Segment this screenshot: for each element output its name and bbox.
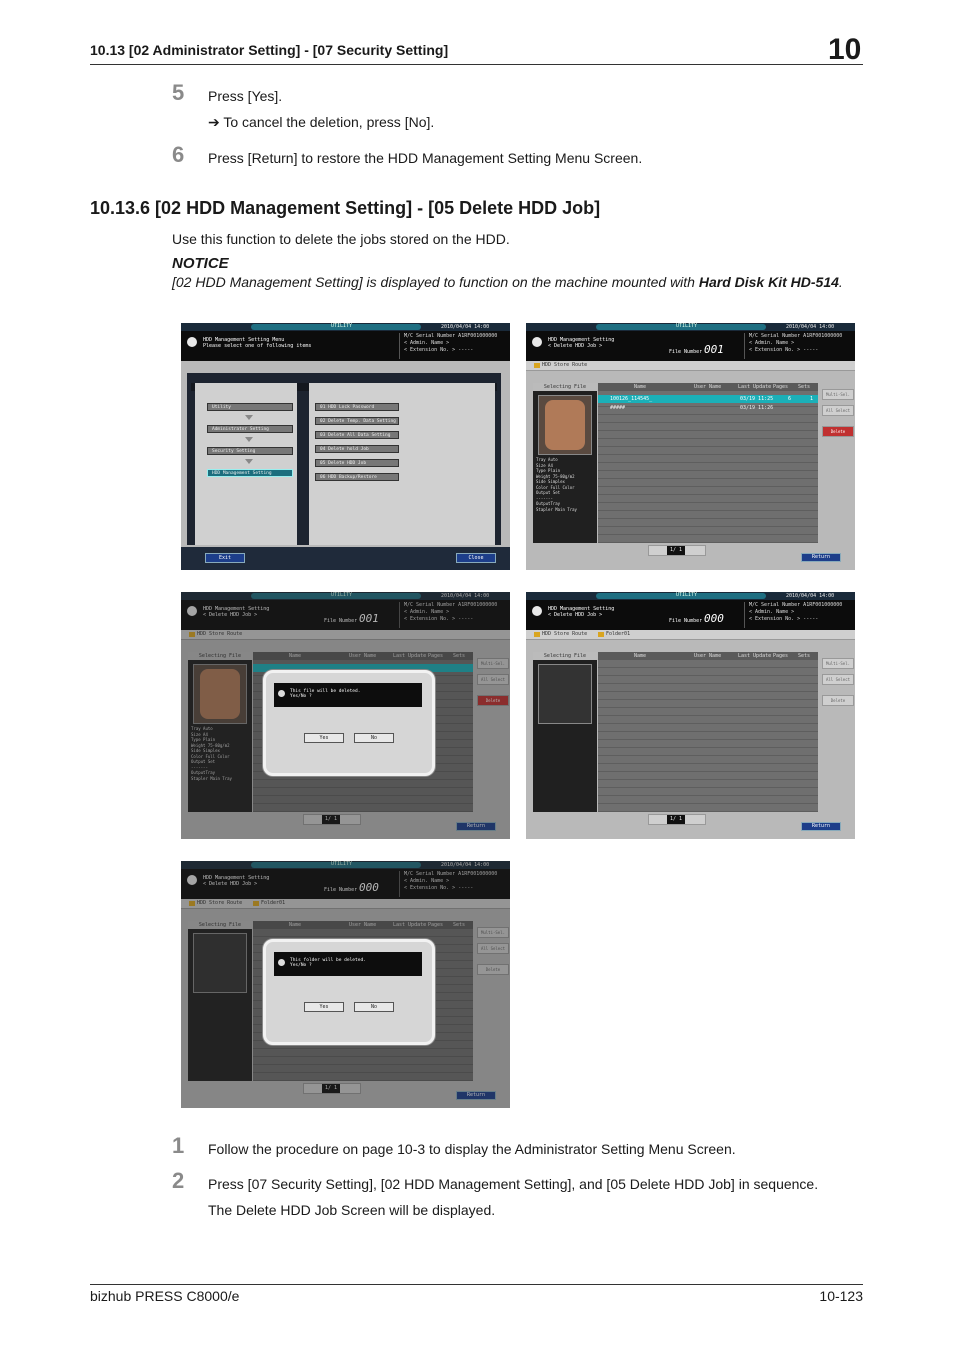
- step-text: Press [07 Security Setting], [02 HDD Man…: [208, 1176, 819, 1192]
- info-icon: [187, 606, 197, 616]
- return-button[interactable]: Return: [456, 1091, 496, 1100]
- menu-06[interactable]: 06 HDD Backup/Restore: [315, 473, 399, 481]
- notice-heading: NOTICE: [172, 255, 229, 272]
- return-button[interactable]: Return: [801, 822, 841, 831]
- multi-select-button[interactable]: Multi-Sel.: [822, 658, 854, 669]
- screenshot-delete-file-confirm: UTILITY 2010/04/04 14:00 HDD Management …: [181, 592, 510, 839]
- footer-page-number: 10-123: [819, 1288, 863, 1304]
- step-subtext: The Delete HDD Job Screen will be displa…: [208, 1202, 496, 1218]
- yes-button[interactable]: Yes: [304, 733, 344, 743]
- table-row[interactable]: [253, 664, 473, 672]
- folder-icon: [189, 632, 195, 637]
- footer-product: bizhub PRESS C8000/e: [90, 1288, 240, 1304]
- all-select-button[interactable]: All Select: [477, 674, 509, 685]
- menu-hdd-management[interactable]: HDD Management Setting: [207, 469, 293, 477]
- step-text: Press [Return] to restore the HDD Manage…: [208, 150, 643, 166]
- screenshot-delete-folder-confirm: UTILITY 2010/04/04 14:00 HDD Management …: [181, 861, 510, 1108]
- multi-select-button[interactable]: Multi-Sel.: [822, 389, 854, 400]
- thumbnail: [538, 664, 592, 724]
- delete-button[interactable]: Delete: [477, 695, 509, 706]
- thumbnail: [193, 664, 247, 724]
- menu-security-setting[interactable]: Security Setting: [207, 447, 293, 455]
- delete-button[interactable]: Delete: [477, 964, 509, 975]
- yes-button[interactable]: Yes: [304, 1002, 344, 1012]
- section-title: 10.13.6 [02 HDD Management Setting] - [0…: [90, 198, 601, 218]
- menu-admin-setting[interactable]: Administrator Setting: [207, 425, 293, 433]
- folder-icon: [253, 901, 259, 906]
- table-row[interactable]: #####03/19 11:26: [610, 405, 774, 411]
- close-button[interactable]: Close: [456, 553, 496, 563]
- pager[interactable]: 1/ 1: [303, 1083, 361, 1094]
- return-button[interactable]: Return: [456, 822, 496, 831]
- section-intro: Use this function to delete the jobs sto…: [172, 231, 510, 247]
- info-icon: [187, 337, 197, 347]
- step-text: Press [Yes].: [208, 88, 283, 104]
- menu-03[interactable]: 03 Delete All Data Setting: [315, 431, 399, 439]
- step-number: 1: [172, 1133, 185, 1158]
- chapter-number: 10: [828, 33, 862, 66]
- menu-02[interactable]: 02 Delete Temp. Data Setting: [315, 417, 399, 425]
- all-select-button[interactable]: All Select: [822, 674, 854, 685]
- return-button[interactable]: Return: [801, 553, 841, 562]
- pager[interactable]: 1/ 1: [303, 814, 361, 825]
- info-icon: [532, 337, 542, 347]
- menu-04[interactable]: 04 Delete hold Job: [315, 445, 399, 453]
- screenshot-delete-job: UTILITY 2010/04/04 14:00 HDD Management …: [526, 323, 855, 570]
- folder-icon: [598, 632, 604, 637]
- step-number: 2: [172, 1168, 185, 1193]
- delete-button[interactable]: Delete: [822, 426, 854, 437]
- multi-select-button[interactable]: Multi-Sel.: [477, 658, 509, 669]
- info-icon: [278, 959, 285, 966]
- header-rule: [90, 64, 863, 65]
- folder-icon: [534, 363, 540, 368]
- screenshot-hdd-menu: UTILITY 2010/04/04 14:00 HDD Management …: [181, 323, 510, 570]
- no-button[interactable]: No: [354, 1002, 394, 1012]
- delete-button[interactable]: Delete: [822, 695, 854, 706]
- running-header: 10.13 [02 Administrator Setting] - [07 S…: [90, 42, 449, 58]
- all-select-button[interactable]: All Select: [822, 405, 854, 416]
- menu-utility[interactable]: Utility: [207, 403, 293, 411]
- all-select-button[interactable]: All Select: [477, 943, 509, 954]
- confirm-dialog: This file will be deleted. Yes/No ? Yes …: [263, 670, 435, 776]
- folder-icon: [189, 901, 195, 906]
- info-icon: [187, 875, 197, 885]
- exit-button[interactable]: Exit: [205, 553, 245, 563]
- step-text: Follow the procedure on page 10-3 to dis…: [208, 1141, 736, 1157]
- thumbnail: [193, 933, 247, 993]
- screenshot-folder-view: UTILITY 2010/04/04 14:00 HDD Management …: [526, 592, 855, 839]
- pager[interactable]: 1/ 1: [648, 545, 706, 556]
- step-subtext: ➔ To cancel the deletion, press [No].: [208, 114, 435, 130]
- thumbnail: [538, 395, 592, 455]
- notice-text: [02 HDD Management Setting] is displayed…: [172, 274, 843, 290]
- step-number: 5: [172, 80, 185, 105]
- info-icon: [278, 690, 285, 697]
- step-number: 6: [172, 142, 185, 167]
- multi-select-button[interactable]: Multi-Sel.: [477, 927, 509, 938]
- no-button[interactable]: No: [354, 733, 394, 743]
- menu-05[interactable]: 05 Delete HDD Job: [315, 459, 399, 467]
- pager[interactable]: 1/ 1: [648, 814, 706, 825]
- confirm-dialog: This folder will be deleted. Yes/No ? Ye…: [263, 939, 435, 1045]
- folder-icon: [534, 632, 540, 637]
- menu-01[interactable]: 01 HDD Lock Password: [315, 403, 399, 411]
- footer-rule: [90, 1284, 863, 1285]
- info-icon: [532, 606, 542, 616]
